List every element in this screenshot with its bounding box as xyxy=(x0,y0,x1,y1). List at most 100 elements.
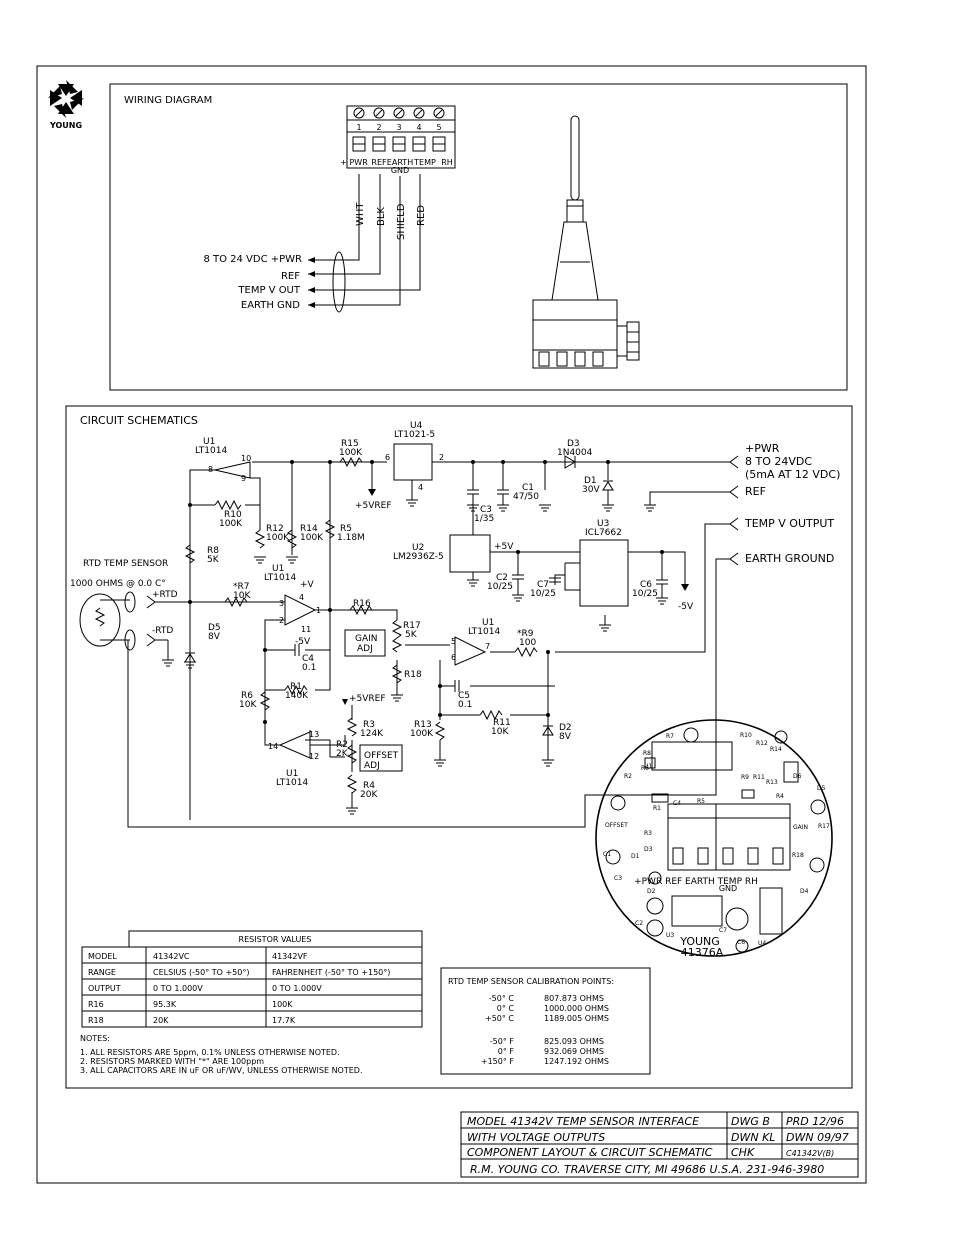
schematic-labels: U1 LT1014 R15 100K U4 LT1021-5 D3 1N4004… xyxy=(70,421,840,800)
label-u1c-pin6: 6 xyxy=(451,653,456,662)
title-prd: PRD 12/96 xyxy=(786,1115,844,1128)
pcb-label-gain: GAIN xyxy=(793,824,808,831)
label-temp-v-output: TEMP V OUTPUT xyxy=(744,517,834,530)
label-r8-val: 5K xyxy=(207,555,220,565)
label-u1b-pin2: 2 xyxy=(279,616,284,625)
pcb-label-d5: D5 xyxy=(817,785,826,792)
resistor-r1 xyxy=(284,684,308,696)
offset-adj-box xyxy=(359,744,403,772)
label-pin10: 10 xyxy=(241,454,251,463)
terminal-screw-4 xyxy=(413,107,425,119)
connection-earth-gnd: EARTH GND xyxy=(241,300,300,311)
label-u1b-pin11: 11 xyxy=(301,625,311,634)
label-minus5v-u1b: -5V xyxy=(295,637,311,647)
schematic-components xyxy=(79,443,668,815)
potentiometer-r2 xyxy=(346,744,358,764)
pcb-label-u1: U1 xyxy=(644,763,652,770)
pcb-label-r1: R1 xyxy=(653,805,661,812)
label-u1b: U1 xyxy=(272,564,284,574)
terminal-label-temp: TEMP xyxy=(413,158,436,167)
note-3: 3. ALL CAPACITORS ARE IN uF OR uF/WV, UN… xyxy=(80,1066,363,1075)
terminal-label-rh: RH xyxy=(441,158,453,167)
schematic-frame xyxy=(65,405,853,1089)
pcb-label-c6: C6 xyxy=(737,939,745,946)
label-u2-part: LM2936Z-5 xyxy=(393,552,444,562)
label-r14-val: 100K xyxy=(300,533,324,543)
resistor-table-cell-r1-c1: CELSIUS (-50° TO +50°) xyxy=(153,968,249,977)
label-c3: C3 xyxy=(480,505,492,515)
capacitor-c2 xyxy=(512,574,524,595)
label-rtd-spec: 1000 OHMS @ 0.0 C° xyxy=(70,579,166,589)
ic-u4 xyxy=(393,443,433,481)
label-minus5v: -5V xyxy=(678,602,694,612)
label-c7-val: 10/25 xyxy=(530,589,556,599)
resistor-r10 xyxy=(214,499,242,511)
calibration-temp-5: +150° F xyxy=(481,1057,515,1066)
outer-border xyxy=(36,65,867,1184)
pcb-label-r2: R2 xyxy=(624,773,632,780)
label-u4: U4 xyxy=(410,421,423,431)
resistor-table-title: RESISTOR VALUES xyxy=(239,935,312,944)
label-u3-part: ICL7662 xyxy=(585,528,622,538)
pcb-label-u4: U4 xyxy=(758,940,766,947)
wire-color-wht: WHT xyxy=(355,202,366,226)
pcb-label-c2: C2 xyxy=(635,920,643,927)
label-u1d-pin13: 13 xyxy=(309,730,319,739)
label-u1c-pin5: 5 xyxy=(451,637,456,646)
label-r17: R17 xyxy=(403,621,421,631)
pcb-terminals: +PWR REF EARTH TEMP RH xyxy=(634,877,758,887)
pcb-label-r5: R5 xyxy=(697,798,705,805)
label-r1-val: 140K xyxy=(285,691,309,701)
calibration-temp-2: +50° C xyxy=(485,1014,514,1023)
label-offset-adj: ADJ xyxy=(364,761,380,771)
calibration-ohms-5: 1247.192 OHMS xyxy=(544,1057,609,1066)
resistor-table-cell-r2-c2: 0 TO 1.000V xyxy=(272,984,322,993)
calibration-ohms-1: 1000.000 OHMS xyxy=(544,1004,609,1013)
label-c2: C2 xyxy=(496,573,508,583)
label-earth-ground: EARTH GROUND xyxy=(745,552,834,565)
label-5vref-offset: +5VREF xyxy=(349,694,386,704)
label-u4-pin2: 2 xyxy=(439,453,444,462)
op-amp-u1d xyxy=(278,731,311,759)
label-r5-val: 1.18M xyxy=(337,533,365,543)
calibration-ohms-0: 807.873 OHMS xyxy=(544,994,604,1003)
label-rtd-sensor: RTD TEMP SENSOR xyxy=(83,559,168,569)
label-r6: R6 xyxy=(241,691,253,701)
capacitor-c3 xyxy=(467,489,479,505)
resistor-r5 xyxy=(324,519,336,539)
label-c5: C5 xyxy=(458,691,470,701)
terminal-label-earth: EARTH xyxy=(387,158,413,167)
wiring-diagram: WIRING DIAGRAM 1 2 3 4 5 + PWR REF EARTH… xyxy=(109,83,848,391)
label-r2-val: 2K xyxy=(336,749,349,759)
resistor-table-cell-r0-c1: 41342VC xyxy=(153,952,190,961)
title-company: R.M. YOUNG CO. TRAVERSE CITY, MI 49686 U… xyxy=(470,1163,824,1176)
label-minus-rtd: -RTD xyxy=(152,626,173,636)
label-d1-val: 30V xyxy=(582,485,600,495)
ic-u2 xyxy=(449,534,491,573)
young-logo: YOUNG xyxy=(46,78,86,130)
label-r1: R1 xyxy=(290,682,302,692)
resistor-r9 xyxy=(514,646,538,658)
label-r5: R5 xyxy=(340,524,352,534)
resistor-r3 xyxy=(346,717,358,737)
calibration-temp-1: 0° C xyxy=(497,1004,515,1013)
terminal-number-4: 4 xyxy=(416,123,421,132)
pcb-label-offset: OFFSET xyxy=(605,822,628,829)
connection-temp-v-out: TEMP V OUT xyxy=(237,285,300,296)
label-u1b-pin1: 1 xyxy=(316,606,321,615)
pcb-label-d4: D4 xyxy=(800,888,809,895)
label-gain-adj: ADJ xyxy=(357,644,373,654)
label-r9: *R9 xyxy=(517,629,534,639)
calibration-title: RTD TEMP SENSOR CALIBRATION POINTS: xyxy=(448,977,614,986)
capacitor-c1 xyxy=(497,489,509,505)
label-u1d-part: LT1014 xyxy=(276,778,308,788)
wiring-frame xyxy=(109,83,848,391)
pcb-label-c1: C1 xyxy=(603,851,611,858)
label-c1-val: 47/50 xyxy=(513,492,539,502)
label-r10-val: 100K xyxy=(219,519,243,529)
pcb-label-r12: R12 xyxy=(756,740,768,747)
resistor-table-cell-r4-c2: 17.7K xyxy=(272,1016,296,1025)
terminal-number-3: 3 xyxy=(396,123,401,132)
pcb-label-c4: C4 xyxy=(673,800,681,807)
